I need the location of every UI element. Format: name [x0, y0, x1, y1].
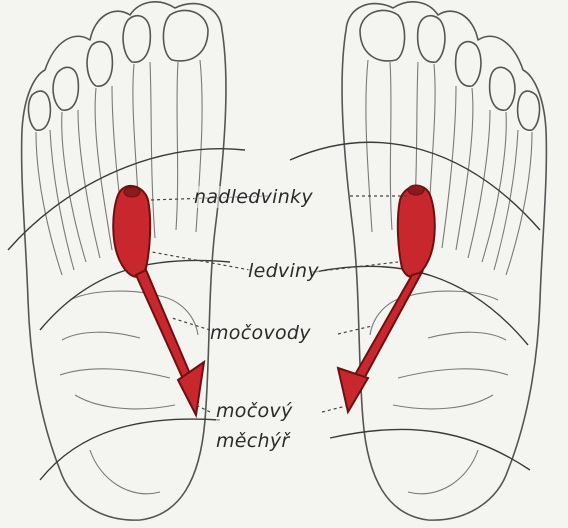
- right-metatarsals: [366, 60, 532, 275]
- label-adrenal-glands: nadledvinky: [194, 186, 313, 208]
- label-ureters: močovody: [210, 322, 311, 344]
- right-foot-outline: [342, 2, 546, 520]
- label-kidneys: ledviny: [248, 260, 319, 282]
- left-toes: [29, 10, 208, 130]
- left-tarsals: [60, 291, 198, 494]
- right-urinary-organs: [338, 185, 435, 412]
- left-toe-4: [53, 67, 78, 110]
- left-foot: [8, 2, 245, 520]
- right-toe-3: [456, 42, 481, 87]
- left-toe-3: [87, 42, 112, 87]
- left-big-toe: [163, 10, 208, 60]
- right-foot: [290, 2, 546, 520]
- left-toe-5: [29, 91, 51, 130]
- left-heel-line: [40, 419, 220, 480]
- right-waist-line: [315, 266, 528, 345]
- left-ureter: [136, 270, 196, 390]
- label-bladder-line1: močový: [216, 400, 293, 422]
- right-heel-line: [330, 429, 530, 470]
- right-big-toe: [360, 10, 405, 60]
- right-toe-4: [490, 67, 515, 110]
- right-toes: [360, 10, 539, 130]
- right-adrenal: [408, 185, 424, 195]
- left-kidney: [113, 186, 150, 277]
- right-kidney: [398, 186, 435, 277]
- left-urinary-organs: [113, 186, 204, 415]
- label-bladder-line2: měchýř: [216, 430, 290, 452]
- right-toe-5: [518, 91, 540, 130]
- left-toe-2: [123, 16, 150, 63]
- left-adrenal: [124, 187, 140, 197]
- right-ureter: [352, 272, 422, 386]
- right-toe-2: [418, 16, 445, 63]
